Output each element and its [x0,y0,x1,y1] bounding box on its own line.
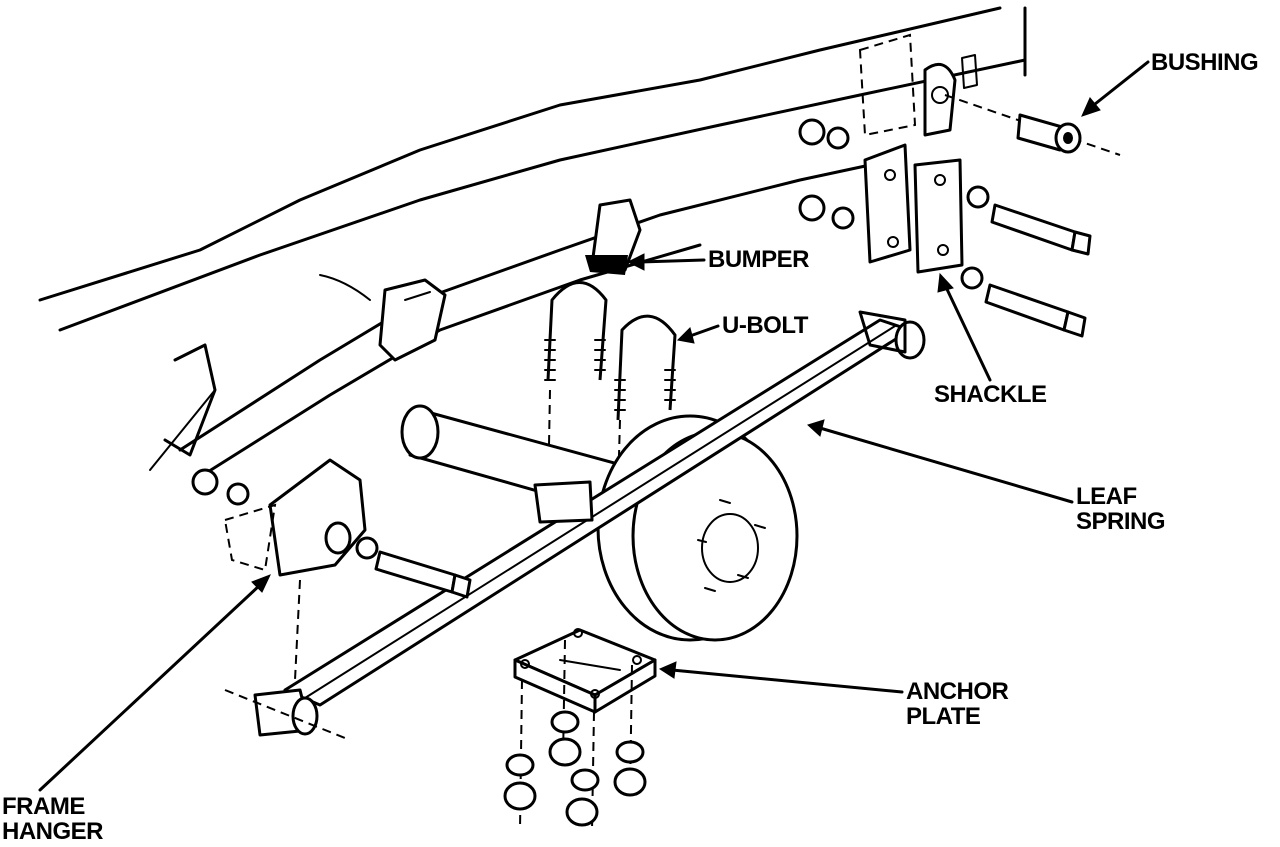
bushing-part [944,94,1121,156]
leaf-spring-label-line-1: LEAF [1076,483,1137,510]
frame-rail [38,6,1027,482]
bumper-label-text: BUMPER [708,246,810,273]
leaf-spring-label: LEAF SPRING [1076,483,1166,535]
frame-bracket [378,278,447,362]
leaf-spring-label-line-2: SPRING [1076,508,1166,535]
anchor-plate-label: ANCHOR PLATE [906,678,1009,730]
u-bolt-seat [533,480,594,524]
frame-hanger-label-line-1: FRAME [2,793,85,820]
frame-hanger-label-line-2: HANGER [2,818,104,845]
shackle-bolts [798,118,1092,338]
anchor-plate-nuts [503,639,647,831]
anchor-plate-label-line-1: ANCHOR [906,678,1009,705]
frame-hanger-part [191,458,472,681]
leader-lines [38,60,1150,792]
frame-hanger-label: FRAME HANGER [2,793,104,845]
anchor-plate-part [513,628,657,714]
shackle-frame-mount [923,62,957,137]
u-bolt-label-text: U-BOLT [722,312,808,339]
bushing-label: BUSHING [1151,49,1259,76]
anchor-plate-label-line-2: PLATE [906,703,981,730]
bumper-part [585,198,642,275]
u-bolt-label: U-BOLT [722,313,808,338]
leaf-spring-part [224,310,926,741]
shackle-label: SHACKLE [934,382,1047,407]
bushing-label-text: BUSHING [1151,49,1259,76]
shackle-label-text: SHACKLE [934,381,1047,408]
bumper-label: BUMPER [708,246,810,273]
shackle-part [863,143,964,274]
